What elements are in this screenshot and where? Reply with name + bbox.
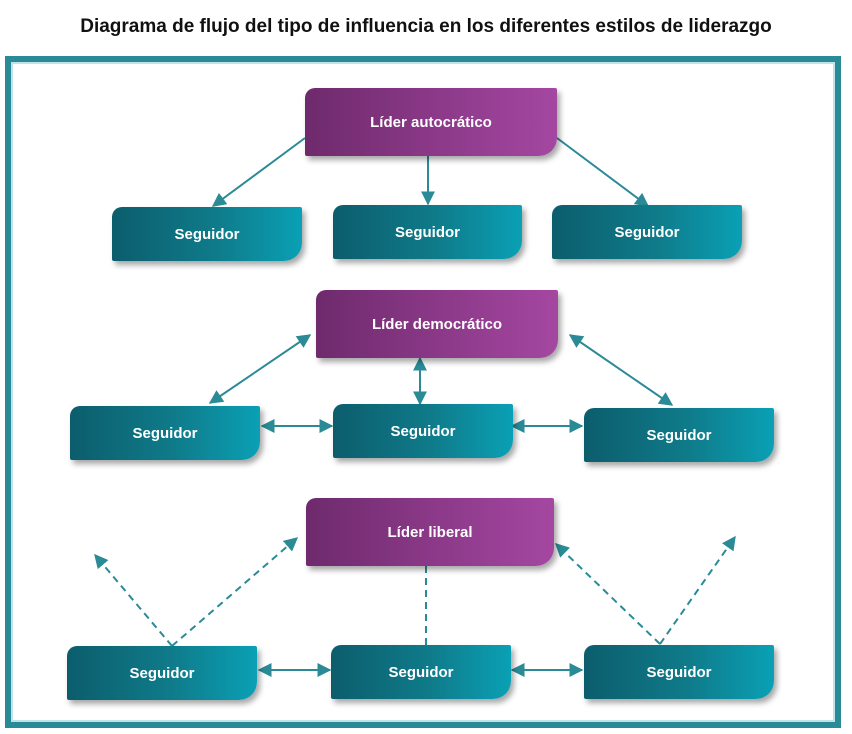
liberal-dashed-arrow-to-leader-left [171,537,299,647]
liberal-dashed-arrow-outer-right [659,535,736,645]
democratic-follower-node-3: Seguidor [584,408,774,462]
liberal-follower-node-3: Seguidor [584,645,774,699]
liberal-follower-node-2: Seguidor [331,645,511,699]
liberal-follower-node-1: Seguidor [67,646,257,700]
follower-label: Seguidor [129,664,195,682]
follower-label: Seguidor [394,223,460,241]
democratic-follower-node-2: Seguidor [333,404,513,458]
autocratic-leader-label: Líder autocrático [370,113,492,131]
follower-label: Seguidor [132,424,198,442]
follower-label: Seguidor [646,426,712,444]
follower-label: Seguidor [646,663,712,681]
liberal-dashed-arrow-to-leader-right [554,543,661,645]
democratic-leader-label: Líder democrático [371,315,503,333]
diagram-title: Diagrama de flujo del tipo de influencia… [80,16,772,37]
autocratic-follower-node-3: Seguidor [552,205,742,259]
follower-label: Seguidor [614,223,680,241]
follower-label: Seguidor [174,225,240,243]
autocratic-follower-node-1: Seguidor [112,207,302,261]
democratic-follower-node-1: Seguidor [70,406,260,460]
follower-label: Seguidor [390,422,456,440]
follower-label: Seguidor [388,663,454,681]
autocratic-arrow-right [556,137,650,207]
autocratic-arrow-left [211,137,306,207]
democratic-arrow-left [208,334,312,404]
liberal-leader-label: Líder liberal [387,523,473,541]
democratic-arrow-right [568,334,674,406]
democratic-leader-node: Líder democrático [316,290,558,358]
liberal-leader-node: Líder liberal [306,498,554,566]
autocratic-follower-node-2: Seguidor [333,205,522,259]
autocratic-leader-node: Líder autocrático [305,88,557,156]
liberal-dashed-arrow-outer-left [94,553,173,647]
